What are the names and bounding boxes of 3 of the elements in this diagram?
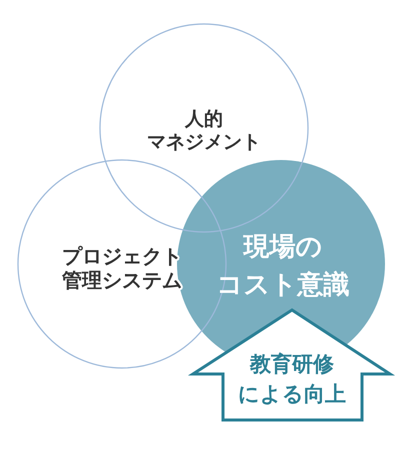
arrow-label: 教育研修による向上 [238, 351, 346, 408]
circle-label: 人的マネジメント [147, 108, 261, 154]
circle-label: 現場のコスト意識 [216, 231, 350, 302]
